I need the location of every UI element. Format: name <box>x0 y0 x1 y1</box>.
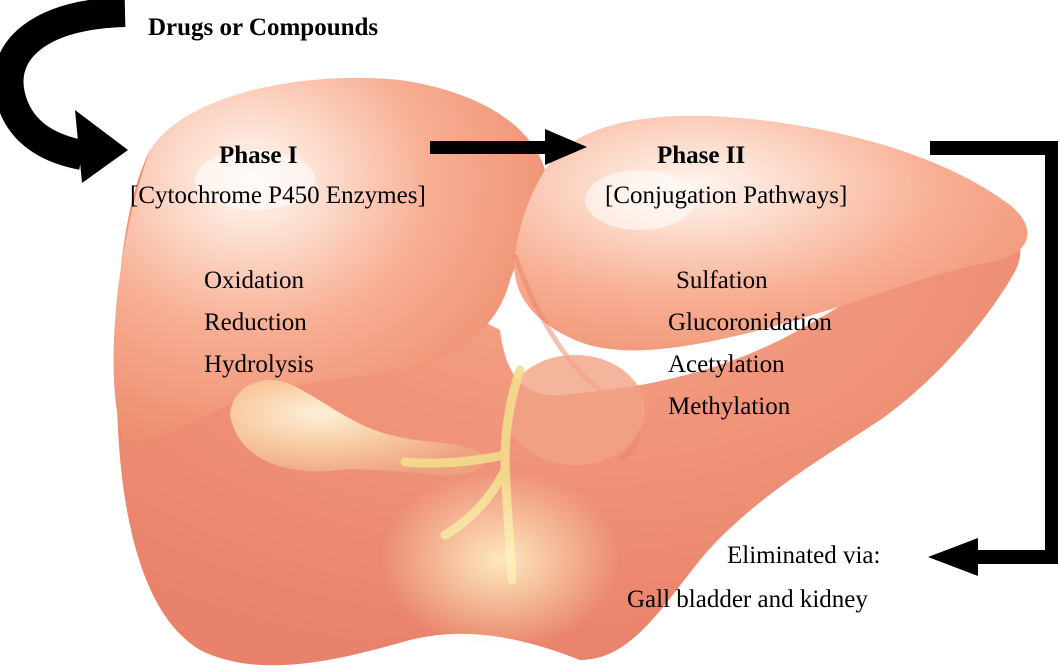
bracket-side <box>1045 141 1058 564</box>
source-label: Drugs or Compounds <box>148 15 378 40</box>
phase2-reaction: Acetylation <box>668 352 785 377</box>
phase-arrow-shaft <box>430 141 550 154</box>
phase2-reaction: Sulfation <box>676 268 768 293</box>
elimination-label: Eliminated via: <box>727 543 880 568</box>
phase2-reaction: Methylation <box>668 394 790 419</box>
phase1-reaction: Reduction <box>204 310 307 335</box>
phase2-subtitle: [Conjugation Pathways] <box>605 183 847 208</box>
phase1-subtitle: [Cytochrome P450 Enzymes] <box>130 183 426 208</box>
phase-arrow-head <box>545 129 587 165</box>
bracket-arrowhead <box>928 538 978 576</box>
phase2-reaction: Glucoronidation <box>668 310 832 335</box>
phase1-title: Phase I <box>219 143 297 168</box>
phase1-reaction: Hydrolysis <box>204 352 314 377</box>
curved-input-arrowhead <box>75 110 128 183</box>
elimination-routes: Gall bladder and kidney <box>627 587 868 612</box>
phase2-title: Phase II <box>657 143 745 168</box>
bracket-bottom <box>975 550 1058 564</box>
curved-input-arrow <box>8 12 125 155</box>
bracket-top <box>930 141 1058 155</box>
phase1-reaction: Oxidation <box>204 268 304 293</box>
